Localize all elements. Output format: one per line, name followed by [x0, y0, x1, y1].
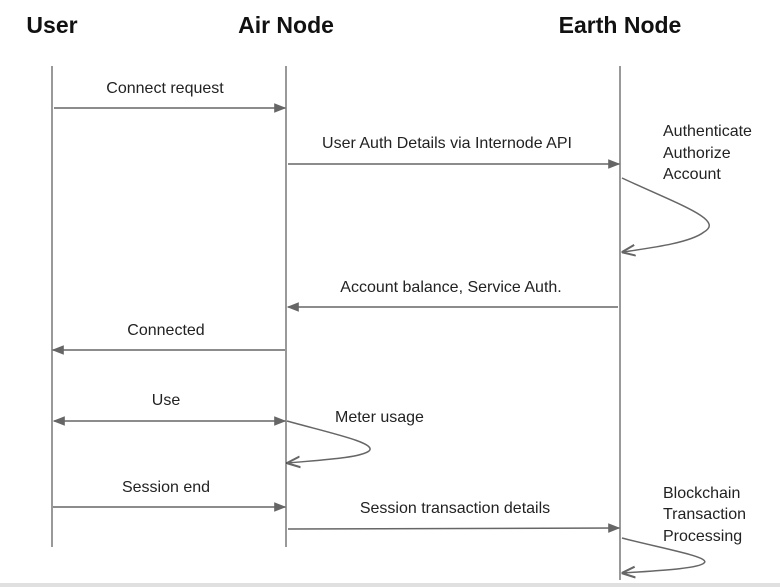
participant-header-user: User: [26, 12, 77, 38]
self-message-arrow-blockchain: [622, 537, 706, 573]
self-message-label-auth-line-3: Account: [663, 166, 721, 183]
self-message-label-meter-usage: Meter usage: [335, 409, 424, 426]
message-label-session-transaction-details: Session transaction details: [360, 500, 550, 517]
message-label-account-balance: Account balance, Service Auth.: [340, 279, 561, 296]
self-message-label-auth-line-1: Authenticate: [663, 123, 752, 140]
message-arrow-session-transaction-details: [287, 523, 621, 533]
self-message-label-blockchain-line-1: Blockchain: [663, 485, 740, 502]
message-label-connect-request: Connect request: [106, 80, 224, 97]
self-message-label-blockchain-line-3: Processing: [663, 528, 742, 545]
participant-header-air-node: Air Node: [238, 12, 334, 38]
message-label-user-auth-details: User Auth Details via Internode API: [322, 135, 572, 152]
participant-header-earth-node: Earth Node: [559, 12, 682, 38]
self-message-arrow-auth: [622, 177, 710, 252]
message-label-session-end: Session end: [122, 479, 210, 496]
self-message-label-blockchain-line-2: Transaction: [663, 506, 746, 523]
self-message-arrow-meter-usage: [287, 420, 371, 463]
message-label-use: Use: [152, 392, 181, 409]
message-label-connected: Connected: [127, 322, 204, 339]
bottom-divider: [0, 583, 780, 587]
self-message-label-auth-line-2: Authorize: [663, 145, 731, 162]
